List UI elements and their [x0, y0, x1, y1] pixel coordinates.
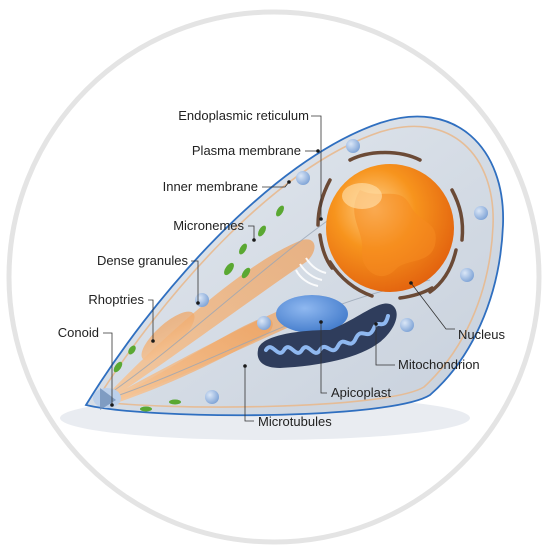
label-nucleus: Nucleus [458, 327, 505, 342]
label-rhoptries: Rhoptries [88, 292, 144, 307]
label-mitochondrion: Mitochondrion [398, 357, 480, 372]
label-apicoplast: Apicoplast [331, 385, 391, 400]
label-endoplasmic-reticulum: Endoplasmic reticulum [178, 108, 309, 123]
label-inner-membrane: Inner membrane [163, 179, 258, 194]
label-conoid: Conoid [58, 325, 99, 340]
label-micronemes: Micronemes [173, 218, 244, 233]
label-dense-granules: Dense granules [97, 253, 189, 268]
label-plasma-membrane: Plasma membrane [192, 143, 301, 158]
label-microtubules: Microtubules [258, 414, 332, 429]
nucleus [326, 164, 454, 292]
